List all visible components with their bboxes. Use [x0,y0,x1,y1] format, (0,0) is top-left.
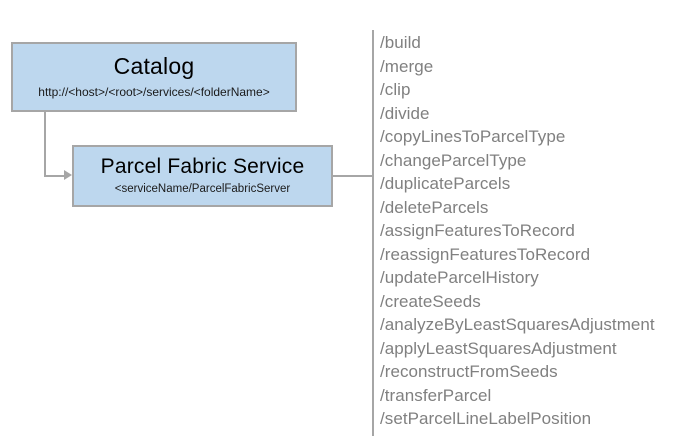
service-node-title: Parcel Fabric Service [100,155,305,178]
list-item: /build [380,33,421,52]
parcel-fabric-service-node: Parcel Fabric Service <serviceName/Parce… [72,145,333,207]
list-item: /updateParcelHistory [380,268,539,287]
catalog-node-title: Catalog [113,53,195,79]
list-item: /createSeeds [380,291,481,311]
list-item: /reconstructFromSeeds [380,362,558,381]
connector-service-to-operations [333,175,372,177]
list-item: /clip [380,80,411,99]
list-item: /analyzeByLeastSquaresAdjustment [380,315,655,334]
list-item: /copyLinesToParcelType [380,127,566,146]
list-item: /merge [380,56,434,76]
arrowhead-icon [64,170,72,180]
list-item: /assignFeaturesToRecord [380,221,575,240]
list-item: /divide [380,103,430,123]
operations-list: /build /merge /clip /divide /copyLinesTo… [380,31,680,431]
list-item: /changeParcelType [380,150,527,170]
list-item: /deleteParcels [380,197,489,217]
catalog-node: Catalog http://<host>/<root>/services/<f… [11,42,297,112]
catalog-node-url: http://<host>/<root>/services/<folderNam… [38,85,270,99]
list-item: /setParcelLineLabelPosition [380,409,592,428]
service-node-path: <serviceName/ParcelFabricServer [114,183,291,195]
operations-list-rule [372,30,374,436]
list-item: /reassignFeaturesToRecord [380,244,591,264]
list-item: /transferParcel [380,385,492,405]
list-item: /duplicateParcels [380,174,511,193]
connector-horizontal-catalog-to-service [44,175,66,177]
list-item: /applyLeastSquaresAdjustment [380,338,617,358]
connector-vertical-catalog-to-service [44,112,46,176]
